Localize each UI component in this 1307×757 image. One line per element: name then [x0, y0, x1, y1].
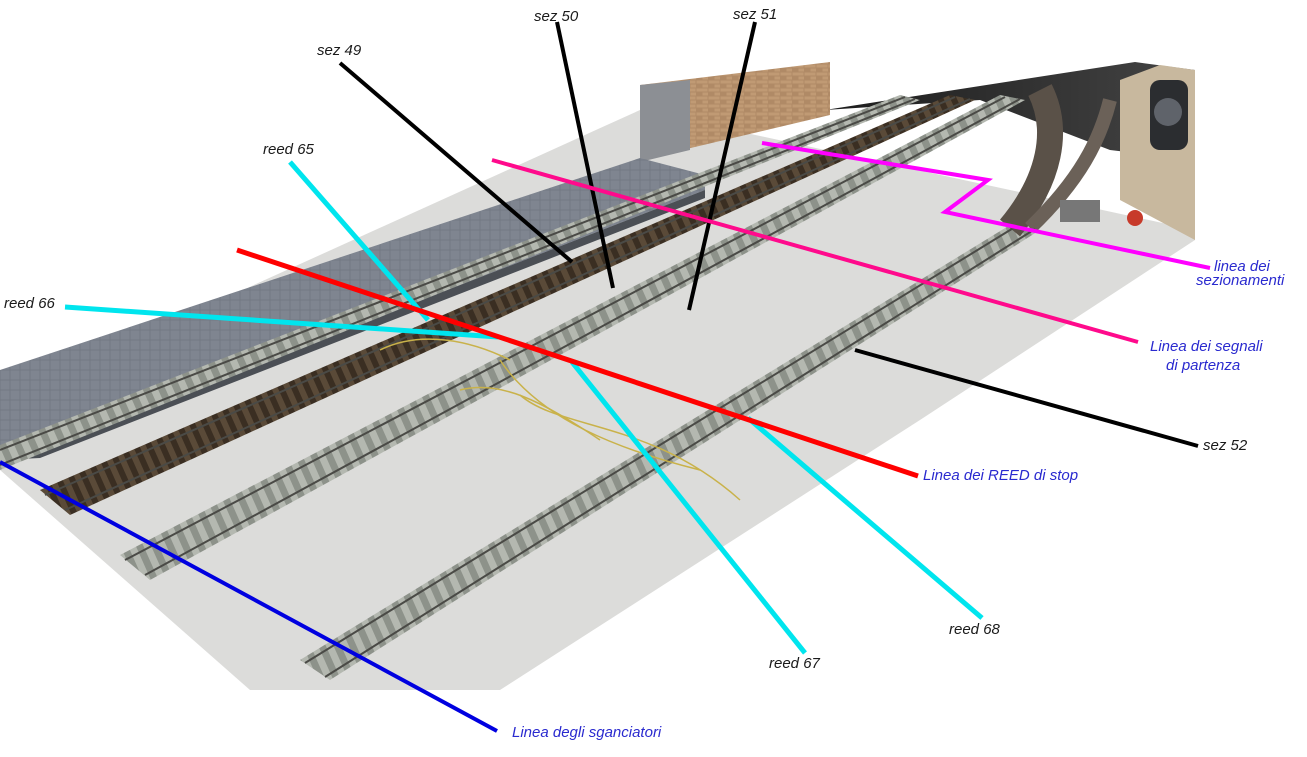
track-curve: [999, 84, 1063, 237]
layout-photo: [0, 62, 1195, 690]
label-reed-65: reed 65: [263, 141, 314, 158]
label-linea-sezionamenti-1: linea dei: [1214, 258, 1270, 275]
label-linea-reed-stop: Linea dei REED di stop: [923, 467, 1079, 484]
label-reed-67: reed 67: [769, 655, 820, 672]
label-linea-segnali-1: Linea dei segnali: [1150, 338, 1263, 355]
line-reed-stop: [236, 247, 919, 479]
line-sezionamenti: [761, 141, 1211, 270]
label-sez-51: sez 51: [733, 6, 778, 23]
line-sganciatori: [0, 460, 498, 733]
wall-pillar: [640, 80, 690, 162]
track-2: [40, 95, 975, 515]
annotation-lines: [0, 21, 1211, 733]
label-linea-sezionamenti-2: sezionamenti: [1196, 272, 1285, 289]
track-3: [120, 95, 1025, 580]
line-segnali-partenza: [491, 158, 1139, 344]
switch-motor: [1060, 200, 1100, 222]
line-reed-67: [570, 360, 807, 655]
label-reed-68: reed 68: [949, 621, 1000, 638]
line-reed-68: [746, 416, 984, 620]
label-sez-49: sez 49: [317, 42, 362, 59]
line-sez-52: [854, 348, 1199, 448]
red-connector: [1127, 210, 1143, 226]
speaker-cone: [1154, 98, 1182, 126]
baseboard: [0, 110, 1195, 690]
line-sez-50: [555, 21, 615, 289]
line-reed-66: [64, 304, 499, 340]
label-sez-50: sez 50: [534, 8, 579, 25]
track-curve-2: [1025, 98, 1117, 234]
wires: [379, 338, 741, 501]
label-linea-segnali-2: di partenza: [1166, 357, 1241, 374]
line-sez-49: [338, 61, 574, 264]
line-sez-51: [687, 21, 757, 311]
label-sez-52: sez 52: [1203, 437, 1248, 454]
line-reed-65: [288, 160, 430, 322]
label-reed-66: reed 66: [4, 295, 55, 312]
label-linea-sganciatori: Linea degli sganciatori: [512, 724, 662, 741]
